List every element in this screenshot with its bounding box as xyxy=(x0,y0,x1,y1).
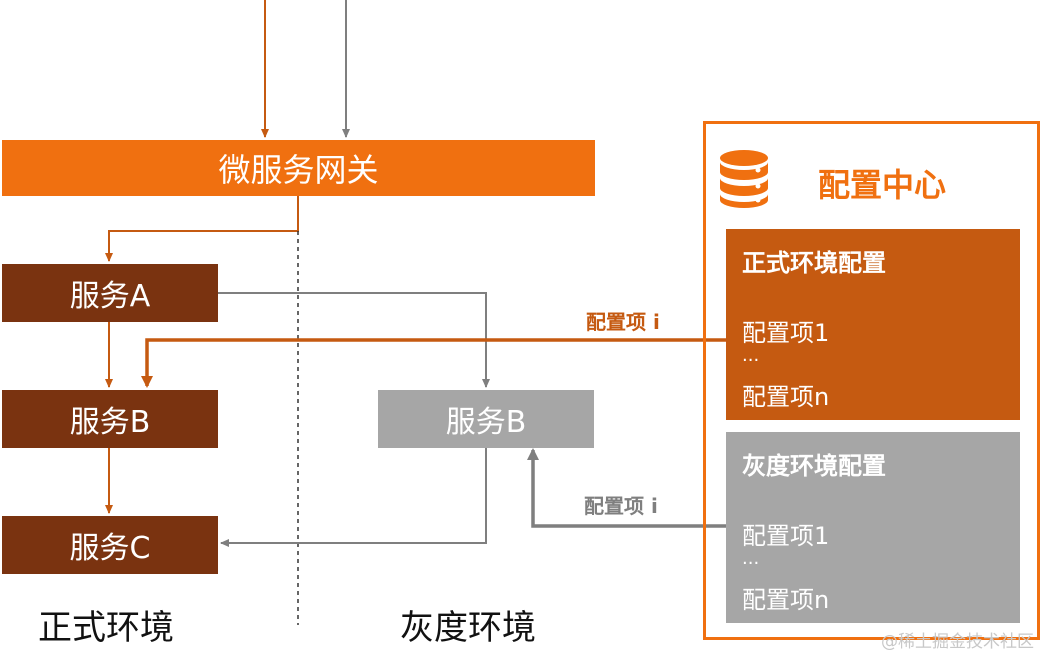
watermark: @稀土掘金技术社区 xyxy=(881,632,1034,652)
gray-b-to-c-arrow xyxy=(220,448,487,547)
config-center-title: 配置中心 xyxy=(818,166,947,204)
gray-config-item: 配置项n xyxy=(742,586,830,614)
gray-environment-label: 灰度环境 xyxy=(400,608,536,648)
microservice-gateway: 微服务网关 xyxy=(2,140,595,196)
prod-service-a: 服务A xyxy=(2,264,218,322)
prod-config-item: 配置项1 xyxy=(742,319,830,347)
a-to-gray-b-arrow xyxy=(218,292,490,388)
service-c-label: 服务C xyxy=(69,531,151,566)
gateway-label: 微服务网关 xyxy=(218,151,379,189)
prod-config-item: ... xyxy=(742,345,760,366)
config-gray-to-gray-b-arrow xyxy=(527,448,726,528)
prod-service-c: 服务C xyxy=(2,516,218,574)
database-icon xyxy=(720,150,768,208)
prod-config-item: 配置项n xyxy=(742,383,830,411)
gray-service-b: 服务B xyxy=(378,390,594,448)
prod-environment-label: 正式环境 xyxy=(38,608,174,648)
gray-config-item: ... xyxy=(742,548,760,569)
gray-config-title: 灰度环境配置 xyxy=(742,452,886,480)
config-prod-to-b-arrow xyxy=(141,338,726,388)
service-b-label: 服务B xyxy=(69,405,151,440)
gray-config-item: 配置项1 xyxy=(742,522,830,550)
config-center-panel xyxy=(703,121,1040,640)
prod-service-b: 服务B xyxy=(2,390,218,448)
gray-config-card: 灰度环境配置 配置项1 ... 配置项n xyxy=(726,432,1020,623)
prod-config-card: 正式环境配置 配置项1 ... 配置项n xyxy=(726,229,1020,420)
prod-config-link-label: 配置项 i xyxy=(586,310,660,334)
gateway-to-a-arrow xyxy=(105,196,299,262)
gray-config-link-label: 配置项 i xyxy=(584,494,658,518)
service-a-label: 服务A xyxy=(69,279,151,314)
gray-service-b-label: 服务B xyxy=(445,405,527,440)
prod-config-title: 正式环境配置 xyxy=(742,249,886,277)
